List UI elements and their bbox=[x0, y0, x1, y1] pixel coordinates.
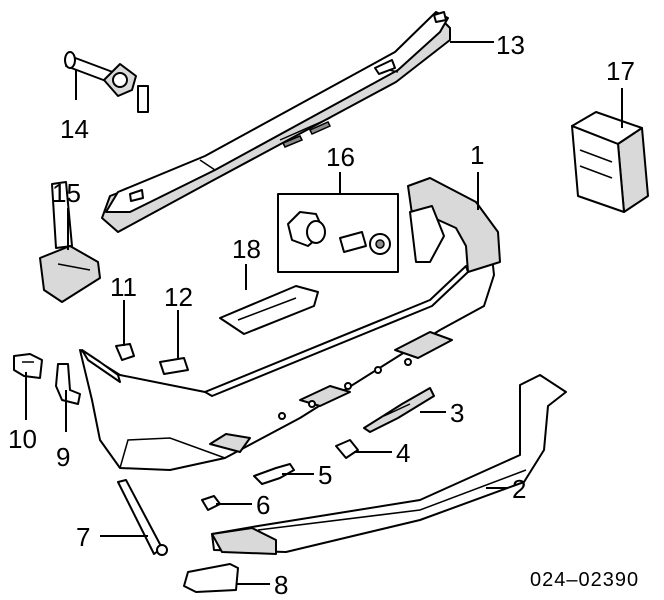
part-17-control-module bbox=[571, 111, 649, 213]
callout-11: 11 bbox=[110, 272, 137, 302]
callout-5: 5 bbox=[318, 460, 332, 490]
callout-4: 4 bbox=[396, 438, 410, 468]
part-1-bumper-cover bbox=[79, 177, 501, 471]
part-5-bracket-clip bbox=[253, 463, 295, 485]
callout-17: 17 bbox=[606, 56, 635, 86]
part-18-license-plate-bracket bbox=[219, 285, 319, 335]
leader-lines bbox=[25, 41, 623, 585]
part-9-mount-bracket bbox=[55, 363, 81, 405]
part-14-mounting-pin bbox=[64, 51, 149, 113]
callout-13: 13 bbox=[496, 30, 525, 60]
part-16-sensor-set bbox=[277, 193, 399, 273]
callout-1: 1 bbox=[470, 140, 484, 170]
callout-16: 16 bbox=[326, 142, 355, 172]
callout-6: 6 bbox=[256, 490, 270, 520]
callout-8: 8 bbox=[274, 570, 288, 600]
callout-14: 14 bbox=[60, 114, 89, 144]
callout-9: 9 bbox=[56, 442, 70, 472]
callout-2: 2 bbox=[512, 474, 526, 504]
callout-labels: 13 14 15 16 17 1 18 11 12 10 9 3 4 5 6 7… bbox=[8, 30, 639, 600]
callout-7: 7 bbox=[76, 522, 90, 552]
part-11-sensor bbox=[115, 343, 135, 361]
callout-12: 12 bbox=[164, 282, 193, 312]
part-4-cap bbox=[335, 439, 359, 459]
part-12-connector bbox=[159, 357, 189, 375]
part-2-lower-spoiler bbox=[211, 374, 567, 555]
part-3-vent-grille bbox=[363, 387, 435, 433]
callout-10: 10 bbox=[8, 424, 37, 454]
part-7-trim-strip bbox=[117, 479, 168, 556]
callout-18: 18 bbox=[232, 234, 261, 264]
part-13-impact-bar bbox=[101, 11, 451, 233]
callout-15: 15 bbox=[52, 178, 81, 208]
part-15-side-bracket bbox=[39, 181, 101, 303]
callout-3: 3 bbox=[450, 398, 464, 428]
part-8-cover bbox=[183, 563, 239, 593]
part-10-retainer-clip bbox=[13, 353, 43, 379]
reference-code: 024–02390 bbox=[530, 569, 639, 591]
